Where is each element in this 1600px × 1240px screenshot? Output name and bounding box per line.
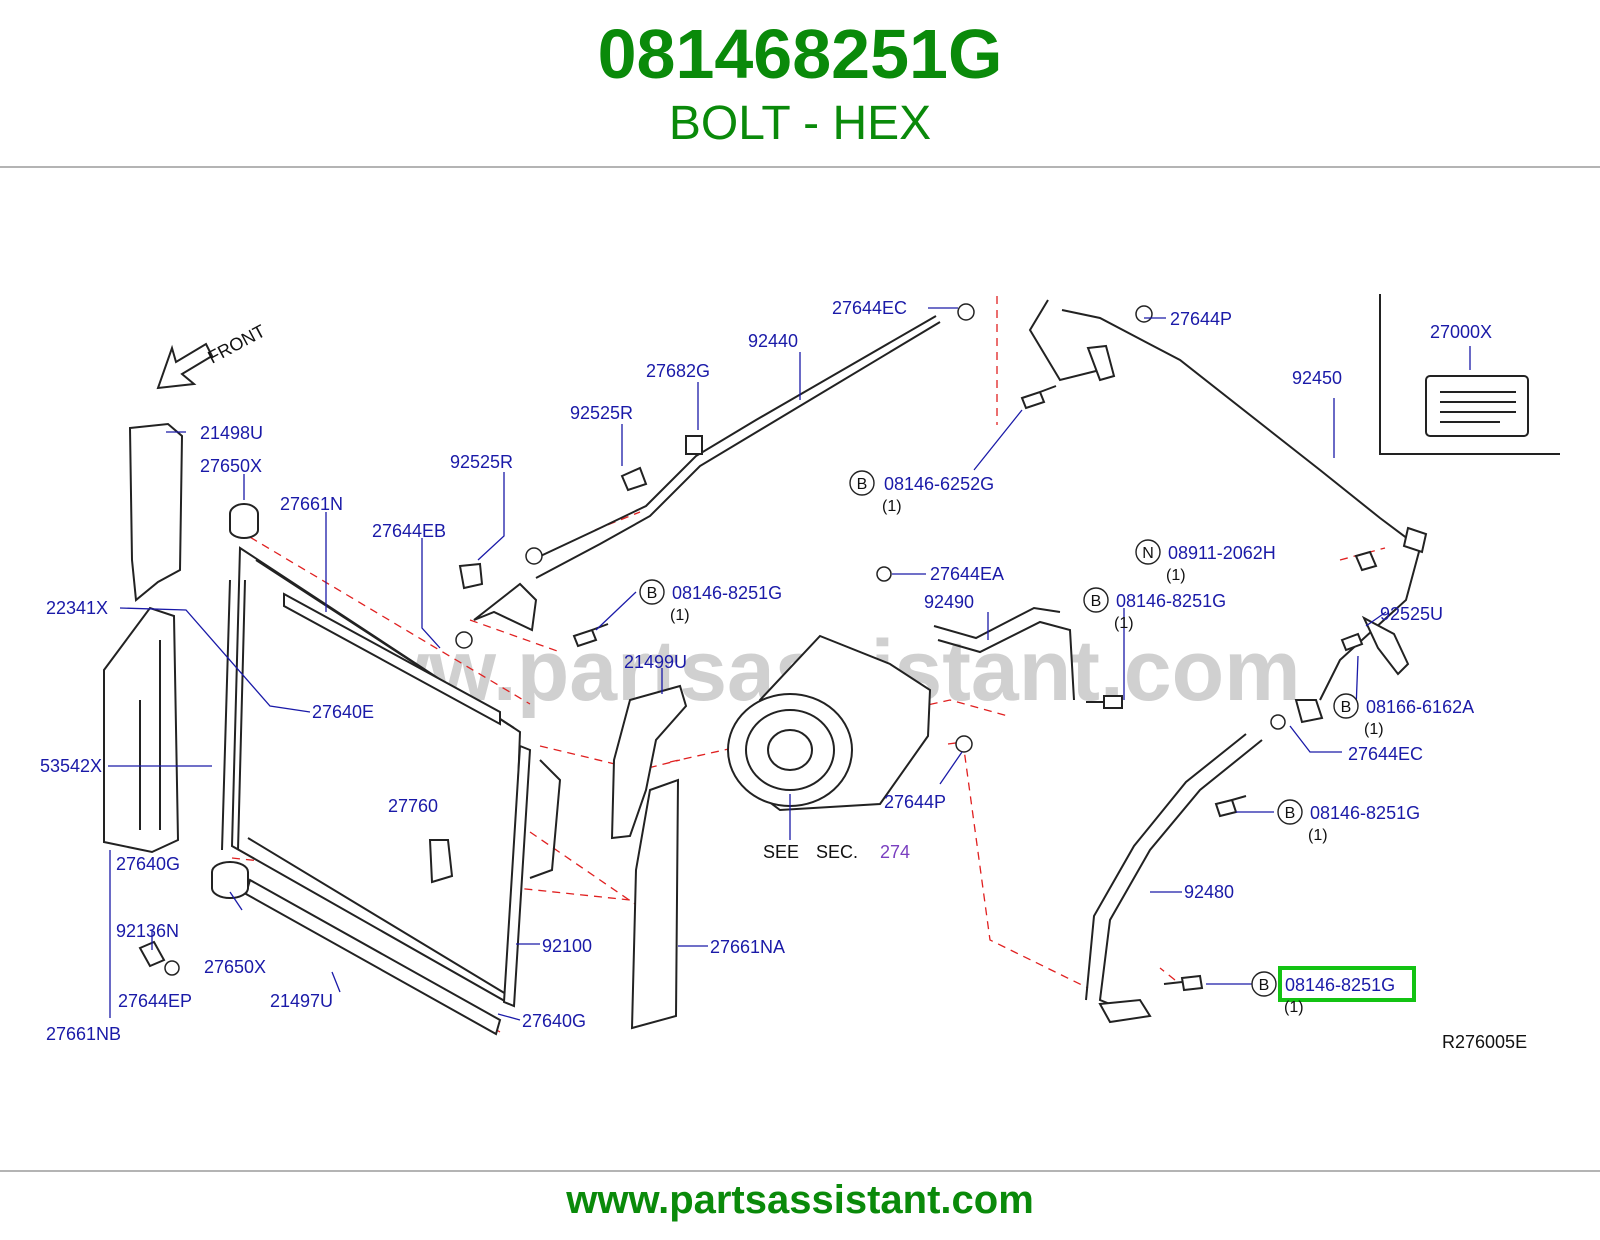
part-label-27644EC-top[interactable]: 27644EC (832, 298, 907, 318)
see-label: SEE (763, 842, 799, 862)
part-label-27650X-top[interactable]: 27650X (200, 456, 262, 476)
part-label-27644P-top[interactable]: 27644P (1170, 309, 1232, 329)
callout-letter: B (647, 585, 658, 602)
figure-code: R276005E (1442, 1032, 1527, 1052)
callout-qty: (1) (1364, 721, 1384, 738)
part-label-27644EP[interactable]: 27644EP (118, 991, 192, 1011)
callout-qty: (1) (882, 498, 902, 515)
part-label-08146-8251G-selected[interactable]: 08146-8251G (1285, 975, 1395, 995)
part-label-27661N[interactable]: 27661N (280, 494, 343, 514)
callout-08166-6162A: B 08166-6162A (1) (1333, 693, 1474, 738)
part-label-27640E[interactable]: 27640E (312, 702, 374, 722)
part-labels: 27644EC 92440 27682G 92525R 92525R 27644… (40, 298, 1492, 1044)
part-label-08146-8251G[interactable]: 08146-8251G (672, 583, 782, 603)
part-label-92525R-b[interactable]: 92525R (450, 452, 513, 472)
header-divider (0, 166, 1600, 168)
callout-letter: B (1285, 805, 1296, 822)
part-label-92450[interactable]: 92450 (1292, 368, 1342, 388)
part-label-92440[interactable]: 92440 (748, 331, 798, 351)
part-label-53542X[interactable]: 53542X (40, 756, 102, 776)
part-label-27682G[interactable]: 27682G (646, 361, 710, 381)
sec-label: SEC. (816, 842, 858, 862)
callout-circle (1277, 799, 1303, 825)
highlight-box (1278, 966, 1416, 1002)
part-label-92525U[interactable]: 92525U (1380, 604, 1443, 624)
callout-circle (1251, 971, 1277, 997)
part-label-22341X[interactable]: 22341X (46, 598, 108, 618)
part-label-08146-6252G[interactable]: 08146-6252G (884, 474, 994, 494)
part-label-27661NB[interactable]: 27661NB (46, 1024, 121, 1044)
part-label-92136N[interactable]: 92136N (116, 921, 179, 941)
callout-08146-8251G-b: B 08146-8251G (1) (1083, 587, 1226, 632)
callout-08146-8251G-c: B 08146-8251G (1) (1277, 799, 1420, 844)
callout-letter: B (1341, 699, 1352, 716)
callout-08146-6252G: B 08146-6252G (1) (849, 470, 994, 515)
sec-number-link[interactable]: 274 (880, 842, 910, 862)
part-label-27644EB[interactable]: 27644EB (372, 521, 446, 541)
footer-url[interactable]: www.partsassistant.com (566, 1178, 1034, 1222)
part-label-21499U[interactable]: 21499U (624, 652, 687, 672)
part-label-92525R-a[interactable]: 92525R (570, 403, 633, 423)
callout-qty: (1) (1166, 567, 1186, 584)
part-label-92490[interactable]: 92490 (924, 592, 974, 612)
part-label-92480[interactable]: 92480 (1184, 882, 1234, 902)
callout-letter: B (857, 476, 868, 493)
front-label: FRONT (204, 321, 268, 368)
callout-08146-8251G-highlighted: B 08146-8251G (1) (1251, 966, 1416, 1016)
part-label-21498U[interactable]: 21498U (200, 423, 263, 443)
part-label-27640G-left[interactable]: 27640G (116, 854, 180, 874)
part-label-27644P-mid[interactable]: 27644P (884, 792, 946, 812)
callout-circle (1135, 539, 1161, 565)
callout-letter: B (1259, 977, 1270, 994)
callout-letter: B (1091, 593, 1102, 610)
callout-08146-8251G-a: B 08146-8251G (1) (639, 579, 782, 624)
part-label-08146-8251G[interactable]: 08146-8251G (1116, 591, 1226, 611)
callout-qty: (1) (1114, 615, 1134, 632)
part-label-08166-6162A[interactable]: 08166-6162A (1366, 697, 1474, 717)
page-title: 081468251G (597, 15, 1003, 93)
callout-circle (1083, 587, 1109, 613)
callout-circle (639, 579, 665, 605)
part-label-27650X-bot[interactable]: 27650X (204, 957, 266, 977)
callout-qty: (1) (1284, 999, 1304, 1016)
part-label-27661NA[interactable]: 27661NA (710, 937, 785, 957)
part-label-27640G-bot[interactable]: 27640G (522, 1011, 586, 1031)
front-arrow-icon (156, 342, 214, 390)
part-label-21497U[interactable]: 21497U (270, 991, 333, 1011)
footer-divider (0, 1170, 1600, 1172)
part-label-92100[interactable]: 92100 (542, 936, 592, 956)
part-label-08146-8251G[interactable]: 08146-8251G (1310, 803, 1420, 823)
callout-qty: (1) (1308, 827, 1328, 844)
part-name: BOLT - HEX (668, 97, 932, 150)
part-drawings (103, 294, 1560, 1036)
callout-circle (1333, 693, 1359, 719)
callout-08911-2062H: N 08911-2062H (1) (1135, 539, 1276, 584)
part-label-27760[interactable]: 27760 (388, 796, 438, 816)
callout-letter: N (1142, 545, 1154, 562)
callout-circle (849, 470, 875, 496)
part-label-27000X[interactable]: 27000X (1430, 322, 1492, 342)
part-label-27644EC-right[interactable]: 27644EC (1348, 744, 1423, 764)
part-label-08911-2062H[interactable]: 08911-2062H (1168, 543, 1276, 563)
leader-lines (108, 307, 1471, 1021)
part-label-27644EA[interactable]: 27644EA (930, 564, 1004, 584)
callout-qty: (1) (670, 607, 690, 624)
